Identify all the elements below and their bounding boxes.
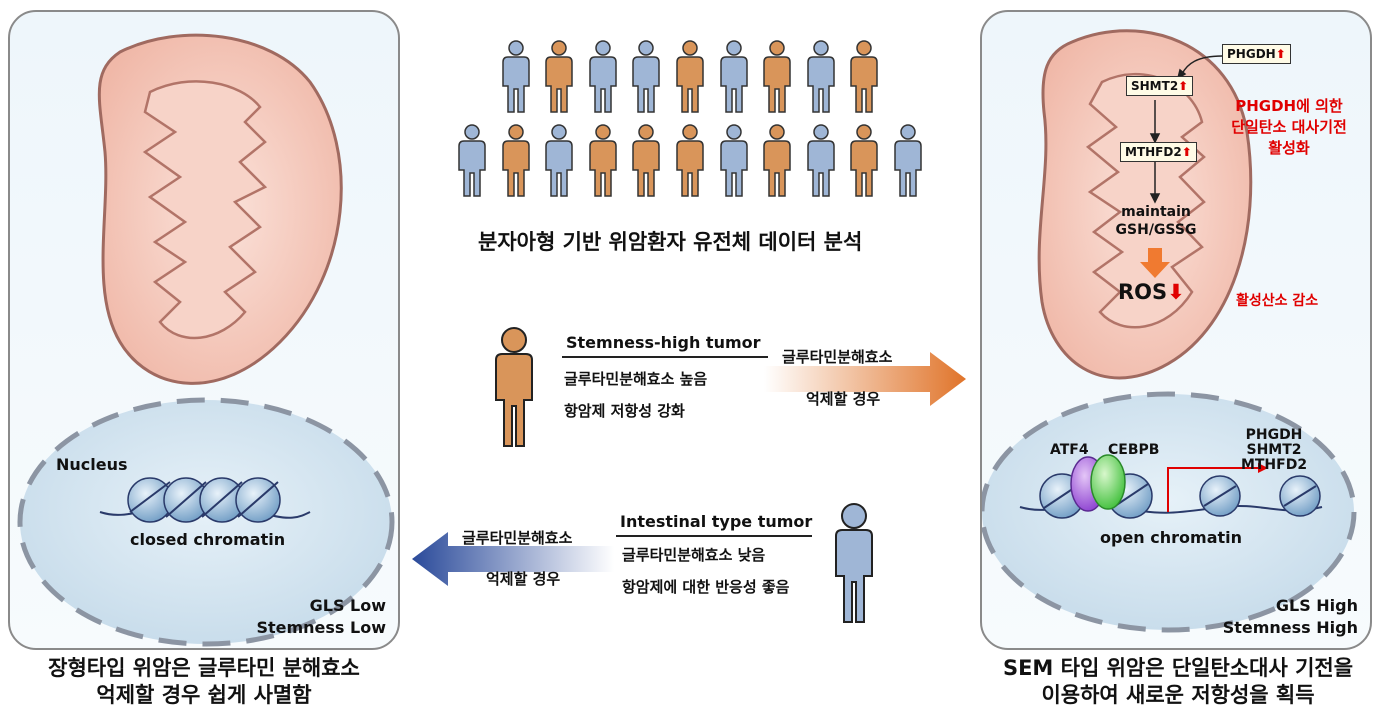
down-arrow-icon: ⬇ — [1167, 280, 1185, 304]
stemness-title: Stemness-high tumor — [566, 333, 761, 352]
intestinal-line1: 글루타민분해효소 낮음 — [622, 546, 766, 564]
stemness-high-label: Stemness High — [1222, 618, 1358, 637]
open-chromatin-label: open chromatin — [1100, 528, 1243, 547]
patient-icon — [807, 124, 835, 197]
analysis-title: 분자아형 기반 위암환자 유전체 데이터 분석 — [478, 230, 863, 254]
mthfd2-box: MTHFD2⬆ — [1120, 142, 1197, 162]
closed-chromatin-label: closed chromatin — [130, 530, 286, 549]
patient-population — [440, 40, 940, 210]
ros-annotation: 활성산소 감소 — [1236, 293, 1319, 309]
up-arrow-icon: ⬆ — [1178, 79, 1189, 93]
right-caption-line1: SEM 타입 위암은 단일탄소대사 기전을 — [1002, 656, 1354, 680]
patient-icon — [676, 40, 704, 113]
target-gene-phgdh: PHGDH — [1245, 427, 1303, 443]
patient-icon — [501, 124, 530, 197]
patient-icon — [676, 124, 704, 197]
annotation-line3: 활성화 — [1268, 139, 1310, 157]
left-panel: Nucleus closed chromatin GLS Low Stemnes… — [8, 10, 400, 650]
up-arrow-icon: ⬆ — [1275, 47, 1286, 61]
blue-arrow-bottom-label: 억제할 경우 — [486, 570, 561, 588]
patient-icon — [763, 124, 791, 197]
orange-down-arrow — [1140, 248, 1170, 278]
patient-icon — [719, 124, 748, 197]
intestinal-title: Intestinal type tumor — [620, 512, 813, 531]
phgdh-annotation: PHGDH에 의한 단일탄소 대사기전 활성화 — [1218, 96, 1360, 159]
mitochondrion-right — [1037, 29, 1253, 380]
nucleosome-group — [127, 477, 281, 523]
left-caption-line1: 장형타입 위암은 글루타민 분해효소 — [48, 656, 360, 680]
patient-icon — [632, 124, 661, 197]
patient-icon — [545, 40, 573, 113]
left-caption: 장형타입 위암은 글루타민 분해효소 억제할 경우 쉽게 사멸함 — [8, 655, 400, 709]
mthfd2-label: MTHFD2 — [1125, 145, 1182, 159]
shmt2-label: SHMT2 — [1131, 79, 1179, 93]
gsh-gssg-label: GSH/GSSG — [1115, 222, 1197, 238]
annotation-line1: PHGDH에 의한 — [1235, 97, 1343, 115]
orange-arrow-bottom-label: 억제할 경우 — [806, 390, 881, 408]
mitochondrion-left — [97, 33, 343, 385]
intestinal-divider — [616, 535, 812, 537]
patient-icon — [589, 124, 617, 197]
patient-icon — [894, 124, 922, 197]
cebpb-protein — [1090, 454, 1126, 510]
right-panel-illustration — [982, 29, 1357, 633]
right-caption: SEM 타입 위암은 단일탄소대사 기전을 이용하여 새로운 저항성을 획득 — [976, 655, 1380, 709]
ros-text: ROS — [1118, 280, 1168, 304]
blue-arrow-top-label: 글루타민분해효소 — [462, 529, 573, 547]
patient-icon — [719, 40, 748, 113]
patient-icon — [632, 40, 661, 113]
patient-icon — [501, 40, 530, 113]
nucleus-right — [982, 391, 1357, 633]
stemness-line1: 글루타민분해효소 높음 — [564, 370, 708, 388]
patient-icon — [589, 40, 617, 113]
patient-icon — [545, 124, 573, 197]
intestinal-line2: 항암제에 대한 반응성 좋음 — [622, 578, 790, 596]
stemness-divider — [562, 356, 768, 358]
phgdh-label: PHGDH — [1227, 47, 1276, 61]
annotation-line2: 단일탄소 대사기전 — [1231, 118, 1347, 136]
ros-label: ROS⬇ — [1118, 280, 1185, 304]
target-gene-shmt2: SHMT2 — [1246, 442, 1302, 458]
right-panel: PHGDH⬆ SHMT2⬆ MTHFD2⬆ maintain GSH/GSSG … — [980, 10, 1372, 650]
gls-low-label: GLS Low — [309, 596, 386, 615]
nucleus-label: Nucleus — [56, 455, 128, 474]
patient-icon — [763, 40, 791, 113]
orange-right-arrow — [764, 352, 966, 406]
atf4-label: ATF4 — [1050, 442, 1089, 458]
stemness-line2: 항암제 저항성 강화 — [564, 402, 685, 420]
shmt2-box: SHMT2⬆ — [1126, 76, 1194, 96]
patient-icon — [458, 124, 486, 197]
maintain-label: maintain — [1121, 204, 1191, 220]
orange-person-icon — [495, 327, 533, 447]
blue-left-arrow — [412, 532, 614, 586]
target-genes: PHGDH SHMT2 MTHFD2 — [1234, 428, 1314, 473]
left-caption-line2: 억제할 경우 쉽게 사멸함 — [96, 683, 312, 707]
up-arrow-icon: ⬆ — [1181, 145, 1192, 159]
cebpb-label: CEBPB — [1108, 442, 1160, 458]
gls-high-label: GLS High — [1275, 596, 1358, 615]
stemness-low-label: Stemness Low — [256, 618, 386, 637]
patient-icon — [807, 40, 835, 113]
phgdh-box: PHGDH⬆ — [1222, 44, 1291, 64]
blue-person-icon — [835, 503, 873, 623]
nucleus-left — [17, 397, 395, 647]
orange-arrow-top-label: 글루타민분해효소 — [782, 348, 893, 366]
target-gene-mthfd2: MTHFD2 — [1240, 457, 1308, 473]
left-panel-illustration — [17, 33, 395, 647]
right-caption-line2: 이용하여 새로운 저항성을 획득 — [1041, 683, 1315, 707]
patient-icon — [850, 40, 879, 113]
patient-icon — [850, 124, 879, 197]
